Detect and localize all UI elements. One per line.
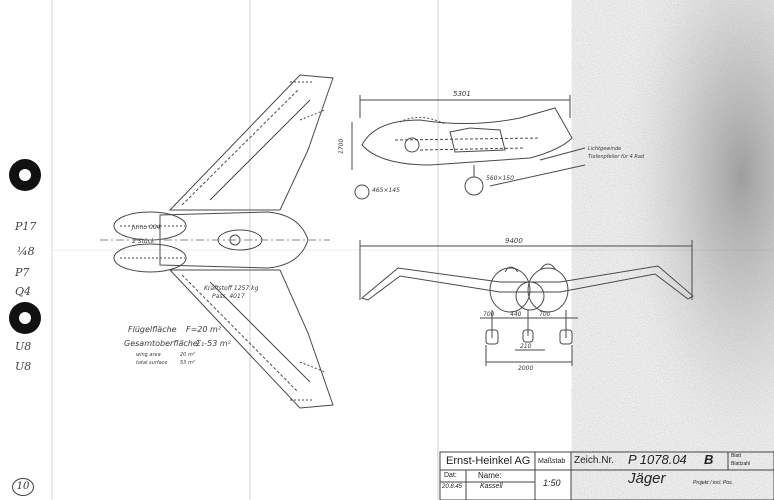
sheet-note-2: Blattzahl <box>731 461 751 467</box>
svg-text:440: 440 <box>510 311 522 318</box>
area-notes: Flügelfläche F=20 m² Gesamtoberfläche Σ₁… <box>124 325 232 366</box>
margin-note-4: Q4 <box>15 285 32 298</box>
svg-text:F=20 m²: F=20 m² <box>186 325 222 334</box>
svg-text:20 m²: 20 m² <box>180 352 195 358</box>
svg-text:700: 700 <box>483 311 495 318</box>
sheet-note-1: Blatt <box>731 453 742 459</box>
svg-text:700: 700 <box>539 311 551 318</box>
margin-note-2: ¼8 <box>17 245 35 258</box>
svg-text:total surface: total surface <box>136 360 168 366</box>
page-number: 10 <box>12 478 34 496</box>
svg-text:Gesamtoberfläche: Gesamtoberfläche <box>124 339 198 348</box>
page-number-text: 10 <box>16 481 30 492</box>
side-view <box>351 95 586 200</box>
svg-text:Kraftstoff 1257 kg: Kraftstoff 1257 kg <box>204 285 259 292</box>
top-view-planform <box>100 74 334 409</box>
name-label: Name: <box>478 471 502 480</box>
side-view-labels: 5301 1700 465×145 560×150 Lichtgewinde T… <box>338 90 645 194</box>
margin-note-5: U8 <box>15 340 32 353</box>
drawing-suffix: B <box>704 452 714 467</box>
date-label: Dat: <box>444 472 457 479</box>
svg-text:560×150: 560×150 <box>486 175 514 182</box>
company-name: Ernst-Heinkel AG <box>446 455 531 467</box>
front-view-labels: 9400 700 440 700 210 2000 <box>483 237 551 372</box>
svg-text:465×145: 465×145 <box>372 187 400 194</box>
drawing-no-label: Zeich.Nr. <box>574 455 615 466</box>
svg-text:2000: 2000 <box>518 365 533 372</box>
punch-hole-bottom <box>9 302 41 334</box>
drawing-subtitle: Projekt / incl. Pos. <box>693 480 734 486</box>
svg-text:Σ₁-53 m²: Σ₁-53 m² <box>196 339 232 348</box>
svg-text:Pass. 4017: Pass. 4017 <box>212 293 245 300</box>
margin-note-3: P7 <box>15 266 30 279</box>
svg-text:210: 210 <box>520 343 532 350</box>
svg-text:Flügelfläche: Flügelfläche <box>128 325 177 334</box>
scale-label: Maßstab <box>538 458 566 465</box>
svg-text:53 m²: 53 m² <box>180 360 195 366</box>
svg-text:Tiefenpfeiler für 4 Rad: Tiefenpfeiler für 4 Rad <box>588 154 645 160</box>
drawing-author: Kassell <box>480 483 503 490</box>
drawing-no: P 1078.04 <box>628 452 687 467</box>
top-view-labels: Jumo 004 2 Stück Kraftstoff 1257 kg Pass… <box>131 224 259 300</box>
svg-text:5301: 5301 <box>453 90 471 98</box>
drawing-date: 20.8.45 <box>442 484 463 490</box>
svg-text:9400: 9400 <box>505 237 523 245</box>
drawing-title: Jäger <box>628 470 666 487</box>
svg-text:Jumo 004: Jumo 004 <box>131 224 161 231</box>
front-view <box>359 240 694 366</box>
svg-text:1700: 1700 <box>338 139 345 154</box>
punch-hole-top <box>9 159 41 191</box>
svg-text:wing area: wing area <box>136 352 161 358</box>
drawing-scale: 1:50 <box>543 478 561 488</box>
margin-note-1: P17 <box>15 220 37 233</box>
svg-text:2 Stück: 2 Stück <box>132 238 155 245</box>
paper-stain <box>560 0 774 500</box>
title-block-grid <box>439 451 774 500</box>
margin-note-6: U8 <box>15 360 32 373</box>
svg-text:Lichtgewinde: Lichtgewinde <box>588 146 621 152</box>
